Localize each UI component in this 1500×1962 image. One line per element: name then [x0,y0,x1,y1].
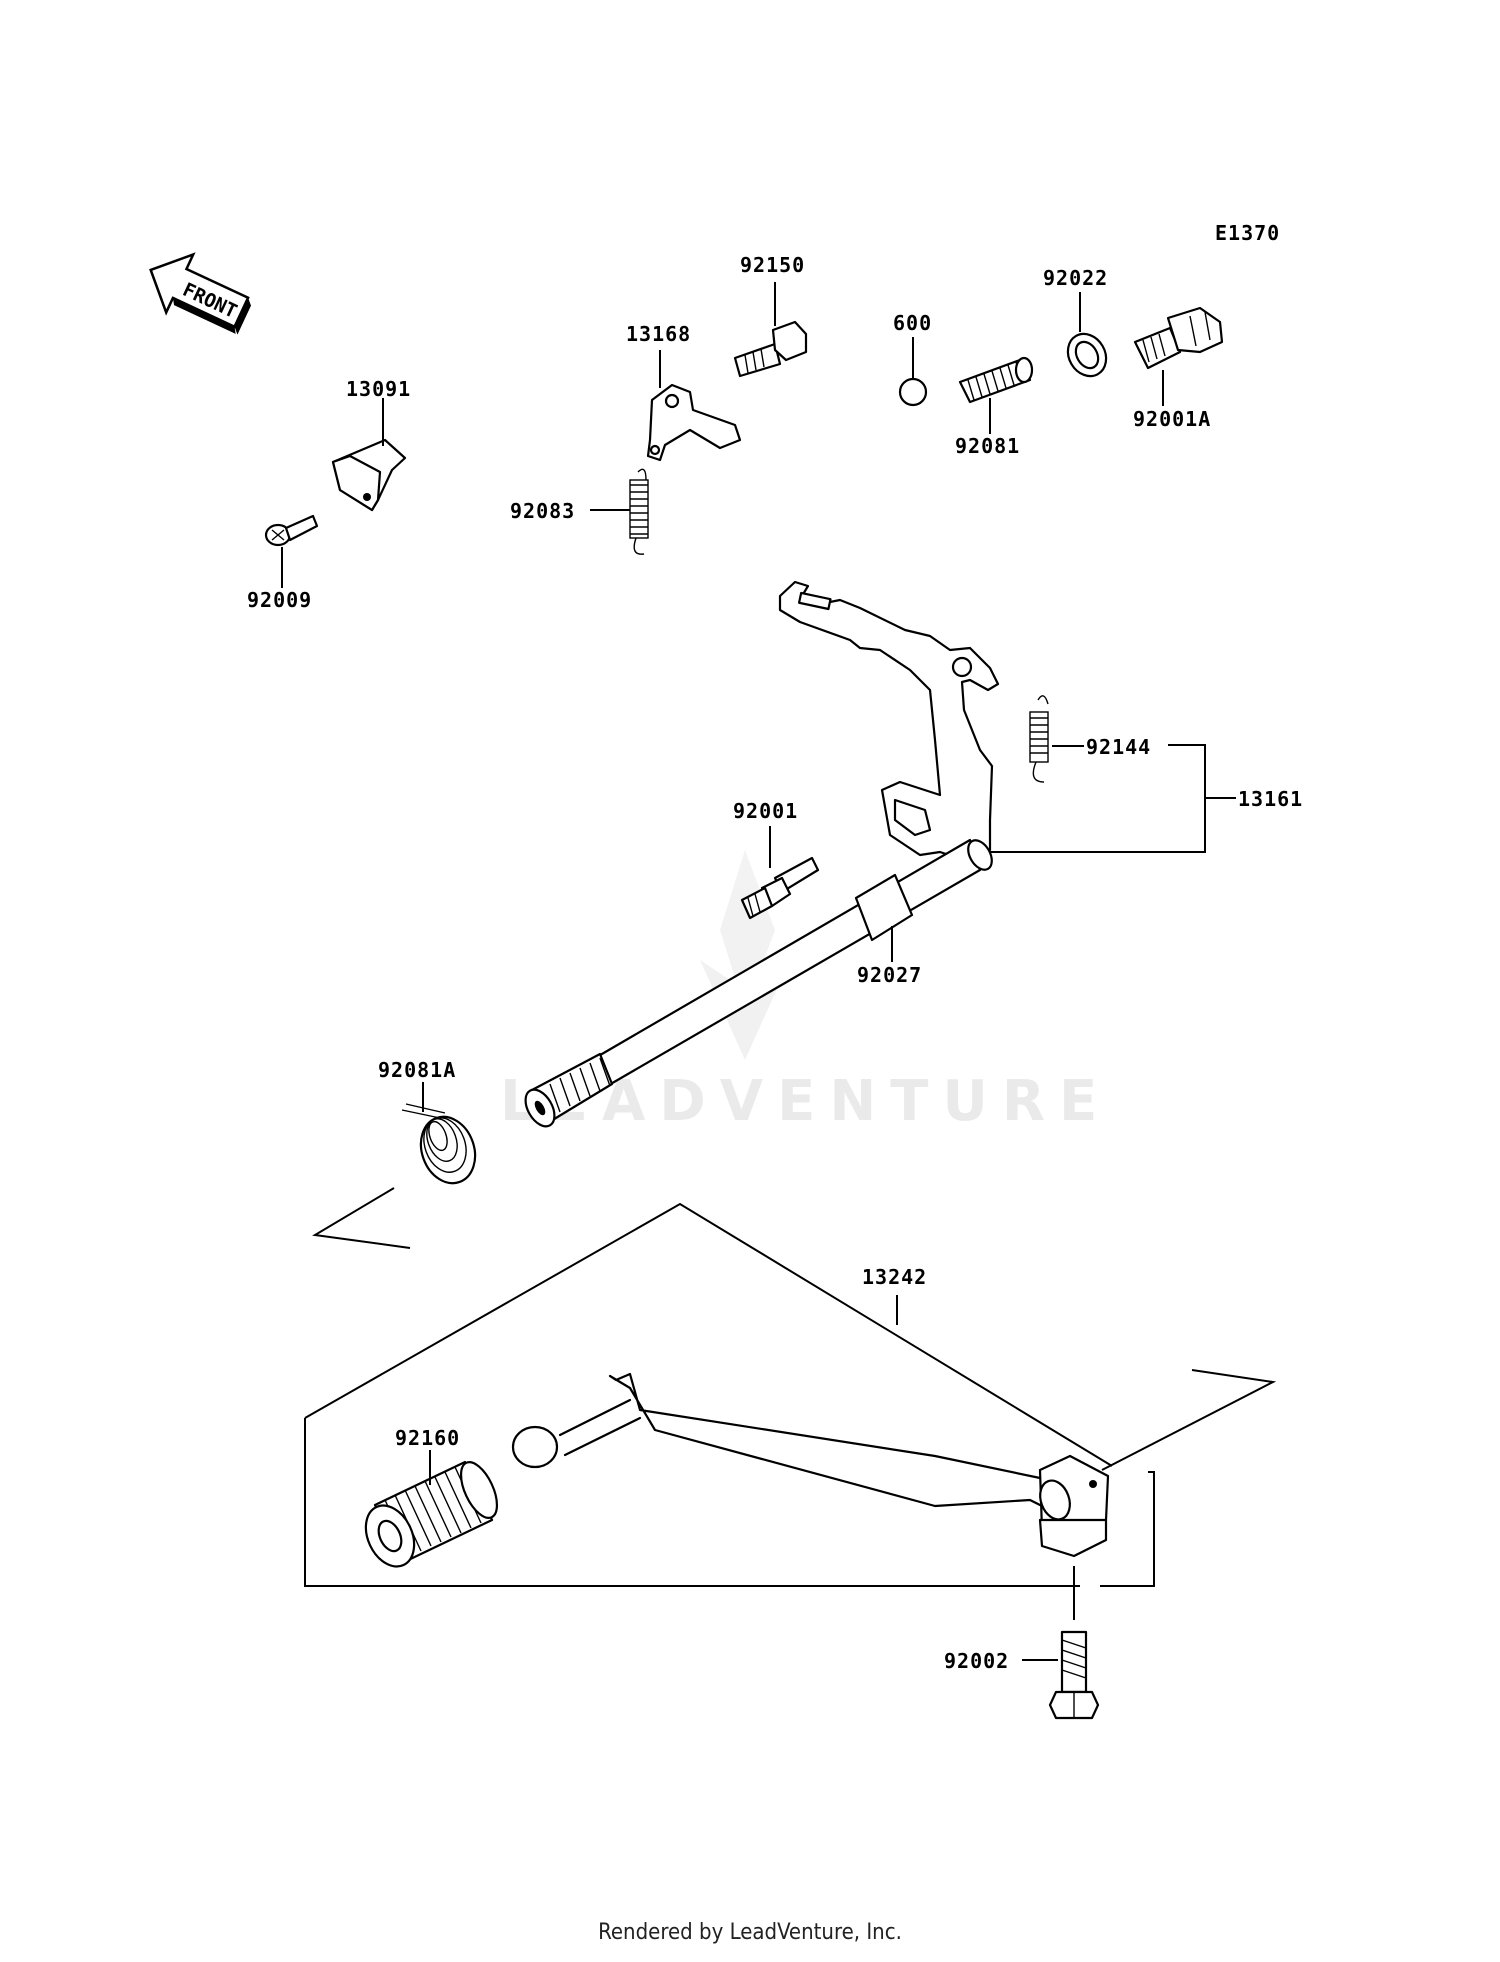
callout-13161: 13161 [1238,787,1303,811]
callout-600: 600 [893,311,932,335]
part-92081A-spring [401,1103,477,1185]
callout-92022: 92022 [1043,266,1108,290]
callout-92144: 92144 [1086,735,1151,759]
part-92009-screw [264,514,319,547]
part-92160-rubber [364,1460,499,1568]
callout-92027: 92027 [857,963,922,987]
callout-92083: 92083 [510,499,575,523]
callout-92009: 92009 [247,588,312,612]
part-13242-shift-pedal [511,1372,1110,1558]
callout-92001: 92001 [733,799,798,823]
callout-13168: 13168 [626,322,691,346]
part-13091-bracket [331,438,407,512]
callout-92081: 92081 [955,434,1020,458]
part-92150-bolt [733,320,808,378]
part-92083-spring [629,468,649,555]
front-arrow-icon: FRONT [149,252,251,335]
footer-credit: Rendered by LeadVenture, Inc. [598,1920,902,1945]
part-92001A-plug [1133,306,1224,370]
part-13168-lever [646,383,742,462]
callout-92150: 92150 [740,253,805,277]
part-600-ball [898,377,928,407]
callout-13091: 13091 [346,377,411,401]
part-92022-washer [1066,332,1108,378]
callout-92001A: 92001A [1133,407,1211,431]
diagram-code: E1370 [1215,221,1280,245]
callout-92081A: 92081A [378,1058,456,1082]
part-92001-bolt [740,856,820,920]
part-13161-shift-shaft [524,580,1000,1128]
part-92144-spring [1029,695,1049,783]
part-92002-bolt [1048,1630,1100,1720]
part-92081-spring [958,356,1034,404]
callout-92002: 92002 [944,1649,1009,1673]
callout-13242: 13242 [862,1265,927,1289]
callout-92160: 92160 [395,1426,460,1450]
